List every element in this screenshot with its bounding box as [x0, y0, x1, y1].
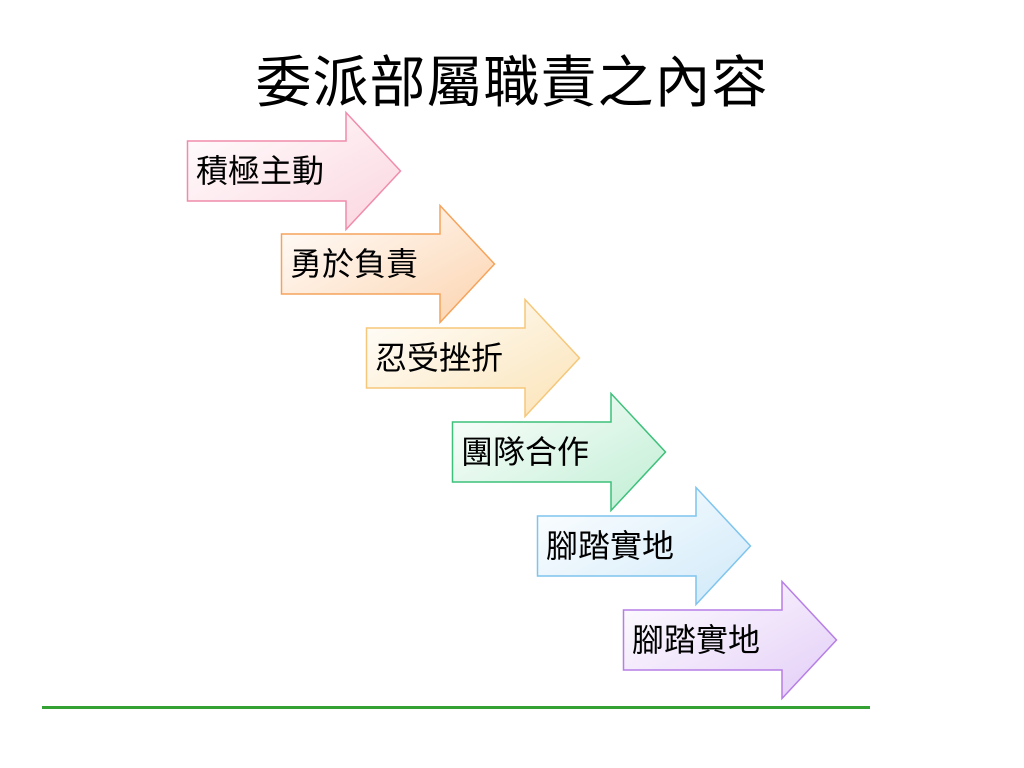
step-label-6: 腳踏實地	[632, 621, 761, 659]
step-arrow-5: 腳踏實地	[536, 485, 752, 607]
arrow-shape-3	[365, 297, 581, 419]
step-label-3: 忍受挫折	[375, 339, 504, 377]
step-arrow-4: 團隊合作	[451, 391, 667, 513]
arrow-shape-1	[186, 110, 402, 232]
step-label-2: 勇於負責	[290, 245, 419, 283]
arrow-shape-5	[536, 485, 752, 607]
step-label-5: 腳踏實地	[546, 527, 675, 565]
step-arrow-3: 忍受挫折	[365, 297, 581, 419]
slide-title: 委派部屬職責之內容	[255, 51, 769, 116]
step-label-1: 積極主動	[196, 152, 325, 190]
arrow-shape-2	[280, 203, 496, 325]
step-arrow-2: 勇於負責	[280, 203, 496, 325]
arrow-shape-6	[622, 579, 838, 701]
step-label-4: 團隊合作	[461, 433, 590, 471]
step-arrow-1: 積極主動	[186, 110, 402, 232]
step-arrow-6: 腳踏實地	[622, 579, 838, 701]
footer-divider	[42, 706, 870, 709]
arrow-shape-4	[451, 391, 667, 513]
